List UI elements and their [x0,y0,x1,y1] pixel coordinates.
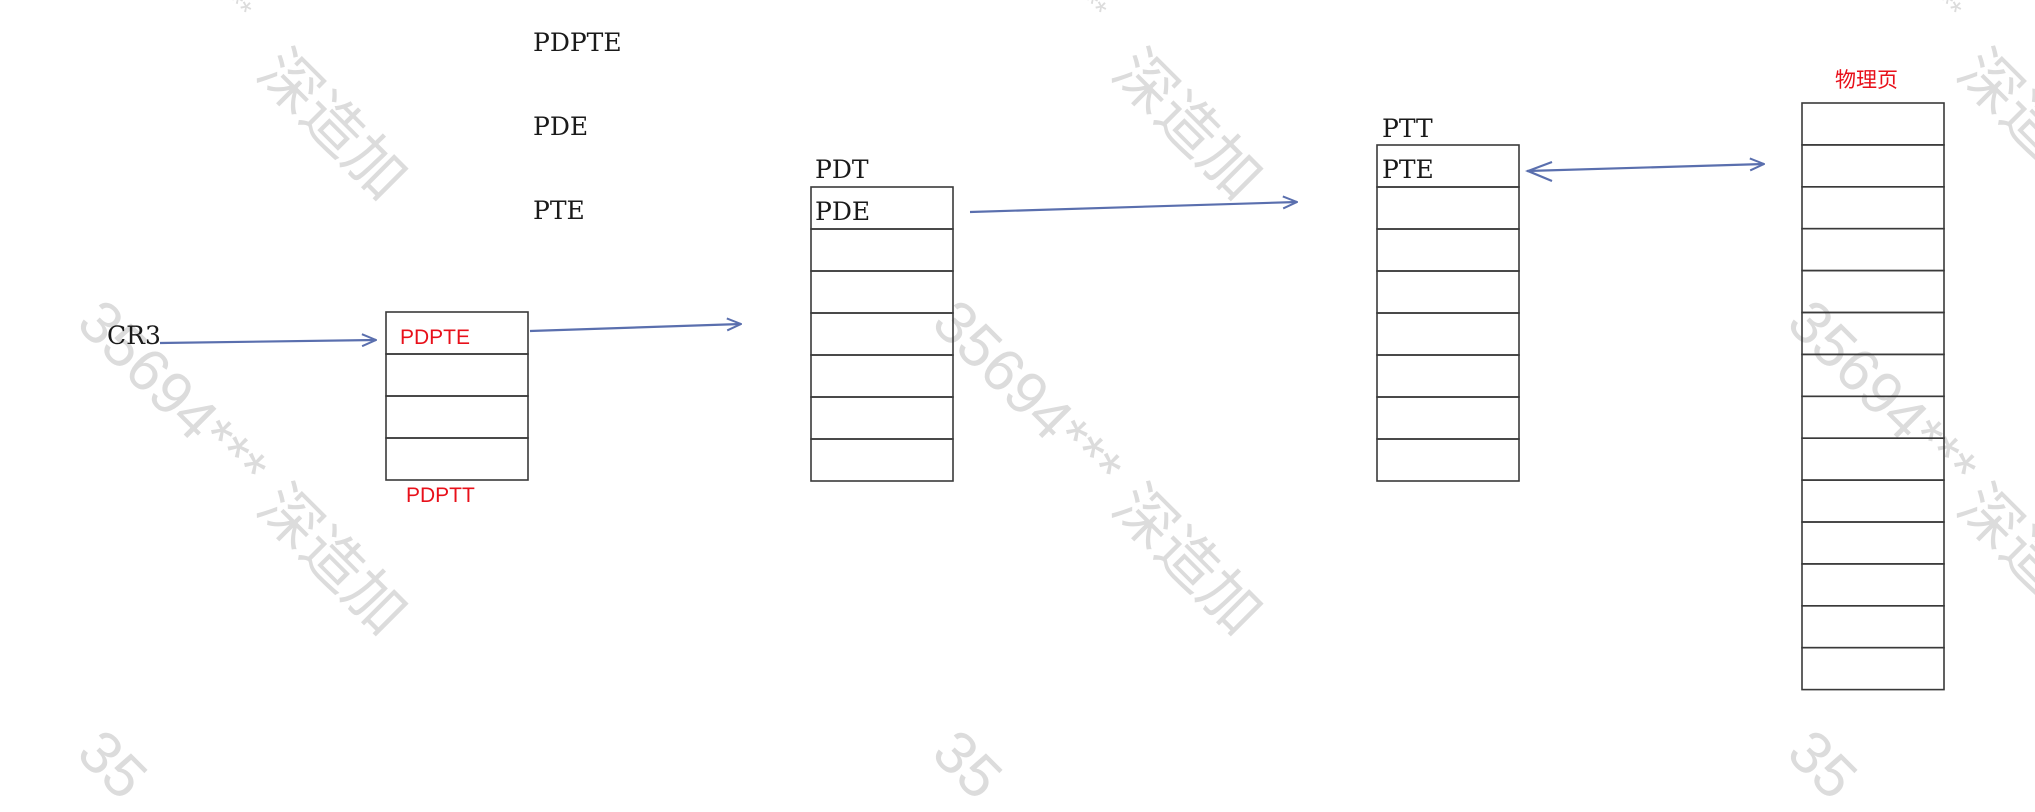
pdt-table [810,186,954,482]
table-cell [810,396,954,440]
table-cell [1801,311,1945,356]
ptt-title: PTT [1382,114,1433,143]
legend-pte: PTE [533,196,585,225]
table-cell [1801,269,1945,314]
paging-diagram [159,102,1945,691]
table-cell [810,354,954,398]
table-cell [1801,395,1945,439]
ptt-table [1376,144,1520,482]
legend-pde: PDE [533,112,589,141]
table-cell [1801,563,1945,607]
table-cell [385,437,529,481]
table-cell [1376,396,1520,440]
table-cell [1376,312,1520,356]
legend-pdpte: PDPTE [533,28,622,57]
table-cell [1801,604,1945,649]
table-cell [1376,354,1520,398]
table-cell [1801,521,1945,565]
cr3-label: CR3 [107,321,161,350]
table-cell [1801,227,1945,272]
physical-page-table [1801,102,1945,691]
table-cell [1376,438,1520,482]
arrow-cr3-to-pdptt [159,340,376,343]
pdt-entry-label: PDE [815,197,871,226]
table-cell [1801,186,1945,230]
pdptt-table-label: PDPTT [406,484,475,507]
pdptt-entry-label: PDPTE [400,326,471,349]
table-cell [810,438,954,482]
table-cell [810,228,954,272]
pdt-title: PDT [815,155,869,184]
table-cell [1801,144,1945,188]
table-cell [1801,353,1945,398]
arrow-pdt-to-ptt [969,202,1297,214]
arrow-ptt-to-physical-page [1526,164,1764,173]
ptt-entry-label: PTE [1382,155,1434,184]
table-cell [810,270,954,314]
arrow-pdptt-to-pdt [529,324,741,333]
pdptt-table [385,311,529,481]
table-cell [1376,186,1520,230]
table-cell [1376,228,1520,272]
table-cell [1801,646,1945,691]
table-cell [1801,102,1945,146]
table-cell [1801,437,1945,481]
arrow-back-head [1525,160,1553,183]
table-cell [385,395,529,439]
table-cell [810,312,954,356]
table-cell [385,353,529,397]
table-cell [1801,479,1945,523]
physical-page-title: 物理页 [1835,69,1898,92]
table-cell [1376,270,1520,314]
